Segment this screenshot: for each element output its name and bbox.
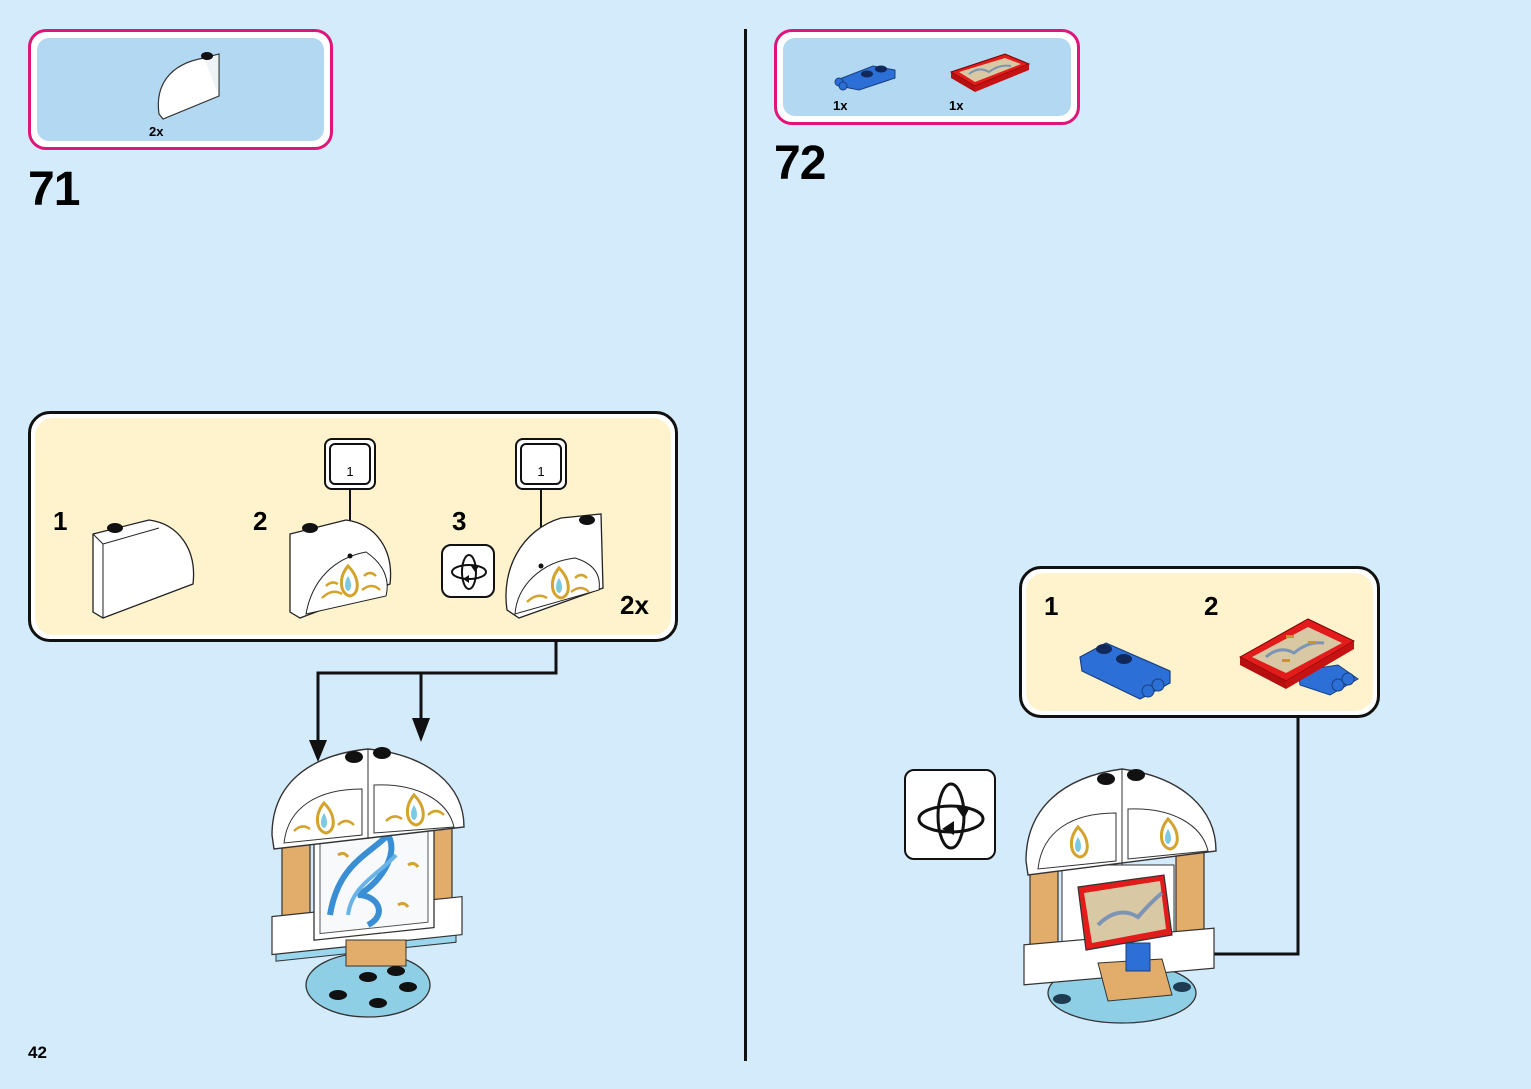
white-curved-brick-icon xyxy=(157,52,220,120)
rotate-model-icon xyxy=(441,544,495,598)
parts-quantity: 1x xyxy=(949,98,964,113)
red-dragon-tile-icon xyxy=(949,53,1031,92)
sticker-number: 1 xyxy=(537,464,545,479)
step-72-parts-list: 1x 1x xyxy=(774,29,1080,125)
substep-number: 2 xyxy=(1204,591,1219,621)
sticker-callout: 1 xyxy=(324,438,376,490)
arch-frame-with-dragon-map xyxy=(1023,768,1217,1024)
subassembly-multiplier: 2x xyxy=(620,590,649,620)
step-72-subassembly: 1 2 xyxy=(1019,566,1380,718)
red-dragon-tile-on-plate xyxy=(1238,618,1359,696)
rotate-model-icon xyxy=(904,769,996,860)
white-curved-brick xyxy=(92,519,195,619)
substep-number: 3 xyxy=(452,506,467,536)
substep-number: 1 xyxy=(1044,591,1059,621)
blue-plate-with-clips-icon xyxy=(834,65,896,91)
arch-frame-with-dragon-panel xyxy=(271,747,465,1018)
sticker-callout: 1 xyxy=(515,438,567,490)
step-71-parts-list: 2x xyxy=(28,29,333,150)
white-curved-brick-with-sticker-rotated xyxy=(505,490,604,619)
step-number: 71 xyxy=(28,163,80,216)
page-number: 42 xyxy=(28,1043,47,1062)
step-71-subassembly: 1 2 1 3 1 xyxy=(28,411,678,642)
page-divider xyxy=(744,29,747,1061)
step-number: 72 xyxy=(774,137,826,190)
sticker-number: 1 xyxy=(346,464,354,479)
parts-quantity: 1x xyxy=(833,98,848,113)
white-curved-brick-with-sticker xyxy=(289,490,392,619)
parts-quantity: 2x xyxy=(149,124,164,139)
blue-plate-with-clips xyxy=(1079,642,1171,700)
substep-number: 1 xyxy=(53,506,68,536)
substep-number: 2 xyxy=(253,506,268,536)
